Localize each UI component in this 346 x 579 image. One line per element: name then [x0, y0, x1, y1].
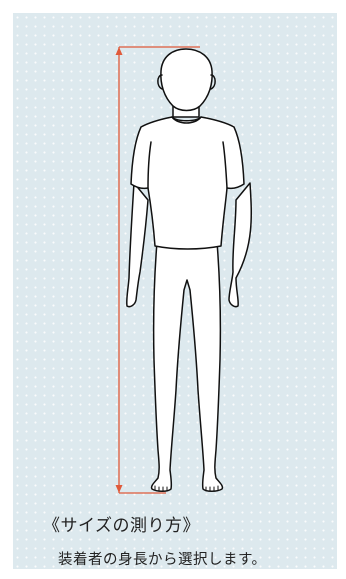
body-figure-illustration	[13, 13, 337, 569]
measurement-guide-panel	[13, 13, 337, 569]
caption-description: 装着者の身長から選択します。	[58, 548, 267, 569]
right-arm	[229, 183, 251, 307]
person-figure	[127, 49, 252, 491]
caption-title: 《サイズの測り方》	[43, 511, 200, 536]
head	[161, 49, 212, 111]
legs	[152, 242, 223, 491]
left-arm	[127, 183, 148, 307]
